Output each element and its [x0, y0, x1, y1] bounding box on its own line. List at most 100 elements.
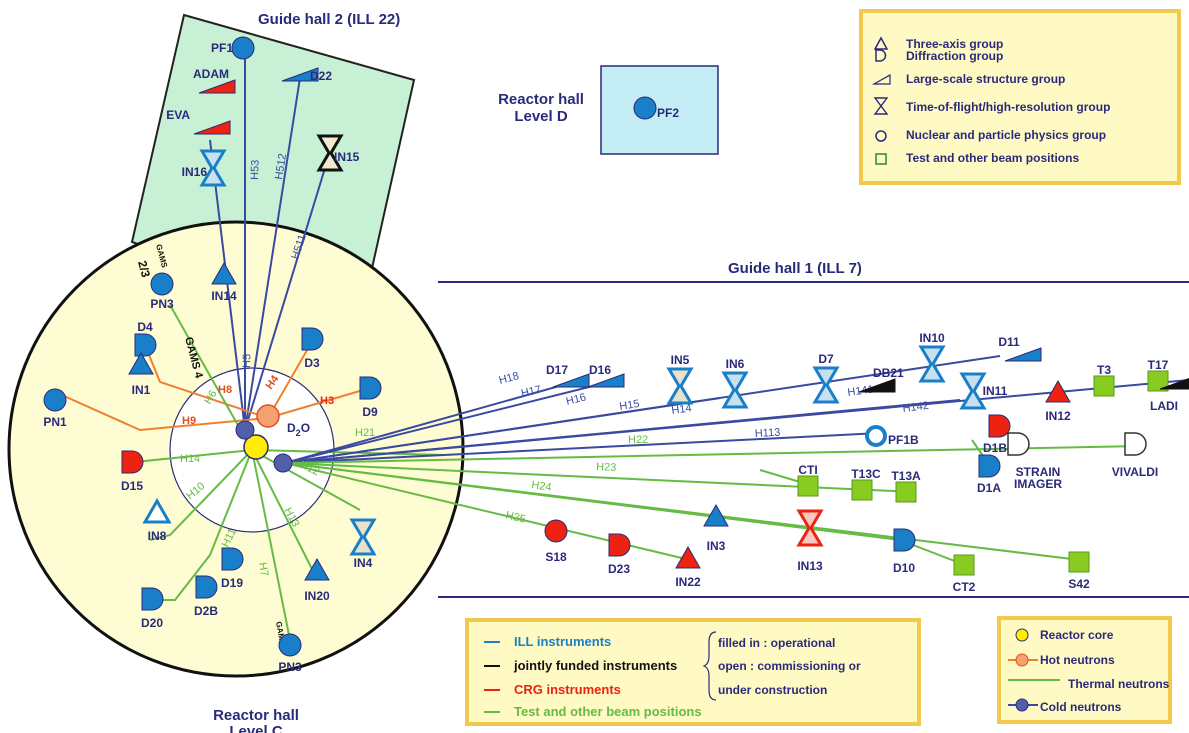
instrument-strain-label: STRAIN — [1016, 465, 1061, 479]
beam-label-h16: H16 — [565, 391, 587, 408]
beam-label-h17: H17 — [520, 384, 542, 400]
instrument-in20-symbol — [304, 557, 330, 581]
reactor-hall-d-box — [600, 65, 719, 155]
beam-label-h113: H113 — [755, 427, 781, 440]
instrument-in16-label: IN16 — [182, 165, 208, 179]
instrument-d2b-label: D2B — [194, 604, 218, 618]
instrument-s18-symbol — [544, 519, 568, 543]
instrument-in1-symbol — [128, 351, 154, 375]
instrument-in5-label: IN5 — [671, 353, 690, 367]
instrument-pf1b-label: PF1B — [888, 433, 919, 447]
instrument-pf2-label: PF2 — [657, 106, 679, 120]
beam-label-h53: H53 — [249, 160, 262, 181]
beam-label-h5: H5 — [241, 354, 253, 368]
instrument-pn3-symbol — [278, 633, 302, 657]
reactor-hall-c-title: Reactor hall — [213, 707, 299, 724]
beam-label-h7: H7 — [256, 561, 270, 577]
instrument-d20-label: D20 — [141, 616, 163, 630]
instrument-imager-label: IMAGER — [1014, 477, 1062, 491]
instrument-in22-label: IN22 — [675, 575, 701, 589]
legend-ill-instruments: ILL instruments — [514, 634, 611, 649]
instrument-d3-symbol — [301, 327, 324, 351]
legend-brace — [702, 631, 717, 701]
instrument-d1b-symbol — [988, 414, 1011, 438]
wedge-icon — [871, 73, 891, 85]
circle-icon — [875, 130, 887, 142]
instrument-in4-label: IN4 — [354, 556, 373, 570]
instrument-d23-label: D23 — [608, 562, 630, 576]
instrument-cti-label: CTI — [798, 463, 817, 477]
source-legend: Reactor core Hot neutrons Thermal neutro… — [997, 616, 1172, 724]
instrument-d10-symbol — [893, 528, 916, 552]
beam-label-h3: H3 — [320, 395, 334, 407]
beam-label-h18: H18 — [498, 370, 521, 387]
beam-label-h14-guide: H14 — [671, 402, 693, 417]
group-legend-tof: Time-of-flight/high-resolution group — [906, 100, 1110, 114]
group-legend-large-scale: Large-scale structure group — [906, 72, 1065, 86]
group-legend-nuclear: Nuclear and particle physics group — [906, 128, 1106, 142]
square-icon — [875, 153, 887, 165]
instrument-in16-symbol — [199, 149, 227, 187]
instrument-d9-label: D9 — [362, 405, 378, 419]
instrument-d20-symbol — [141, 587, 164, 611]
instrument-t17-label: T17 — [1148, 358, 1169, 372]
instrument-pn3-label: PN3 — [150, 297, 174, 311]
beam-label-h22: H22 — [628, 434, 648, 446]
beam-label-gams-2-3: 2/3 — [135, 259, 153, 279]
instrument-in22-symbol — [675, 545, 701, 569]
instrument-in20-label: IN20 — [304, 589, 330, 603]
beam-label-h8: H8 — [218, 384, 232, 396]
instrument-d7-symbol — [812, 366, 840, 404]
instrument-d4-label: D4 — [137, 320, 153, 334]
instrument-pn1-label: PN1 — [43, 415, 67, 429]
instrument-d11-symbol — [1004, 347, 1042, 362]
instrument-in13-symbol — [796, 509, 824, 547]
instrument-in11-symbol — [959, 372, 987, 410]
instrument-pn1-symbol — [43, 388, 67, 412]
instrument-d1a-symbol — [978, 454, 1001, 478]
instrument-d11-label: D11 — [998, 335, 1020, 349]
hot-source-icon — [1015, 653, 1029, 667]
instrument-d17-label: D17 — [546, 363, 568, 377]
instrument-db21-symbol — [858, 378, 896, 393]
beam-label-h24: H24 — [531, 479, 553, 494]
instrument-eva-label: EVA — [166, 108, 190, 122]
instrument-t13a-symbol — [895, 481, 917, 503]
cold-source-symbol — [235, 420, 255, 440]
guide-hall-1-title: Guide hall 1 (ILL 7) — [728, 260, 862, 277]
instrument-in11-label: IN11 — [983, 384, 1008, 398]
instrument-t3-label: T3 — [1097, 363, 1111, 377]
reactor-core-symbol — [243, 434, 269, 460]
instrument-in1-label: IN1 — [132, 383, 151, 397]
reactor-hall-d-level: Level D — [514, 108, 568, 125]
beam-label-h14: H14 — [180, 453, 200, 465]
instrument-d23-symbol — [608, 533, 631, 557]
instrument-ct2-label: CT2 — [953, 580, 976, 594]
instrument-in3-label: IN3 — [707, 539, 726, 553]
instrument-d1a-label: D1A — [977, 481, 1001, 495]
instrument-t17-symbol — [1147, 370, 1169, 392]
instrument-eva-symbol — [193, 120, 231, 135]
instrument-pf1-symbol — [231, 36, 255, 60]
reactor-hall-d-title: Reactor hall — [498, 91, 584, 108]
guide-hall-2-title: Guide hall 2 (ILL 22) — [258, 11, 400, 28]
instrument-pf1b-symbol — [865, 425, 887, 447]
legend-cold-neutrons: Cold neutrons — [1040, 700, 1122, 714]
instrument-d9-symbol — [359, 376, 382, 400]
instrument-t13c-symbol — [851, 479, 873, 501]
instrument-d1b-label: D1B — [983, 441, 1007, 455]
legend-under-construction: under construction — [718, 683, 827, 697]
beam-label-h25: H25 — [504, 509, 526, 526]
instrument-in14-label: IN14 — [211, 289, 237, 303]
cold-source-symbol-2 — [273, 453, 293, 473]
instrument-d22-symbol — [281, 67, 319, 82]
instrument-d16-label: D16 — [589, 363, 611, 377]
instrument-in6-symbol — [721, 371, 749, 409]
instrument-pn3-symbol — [150, 272, 174, 296]
instrument-d3-label: D3 — [304, 356, 320, 370]
legend-filled-operational: filled in : operational — [718, 636, 835, 650]
instrument-in10-label: IN10 — [919, 331, 945, 345]
instrument-ct2-symbol — [953, 554, 975, 576]
beam-label-h9: H9 — [182, 415, 196, 427]
